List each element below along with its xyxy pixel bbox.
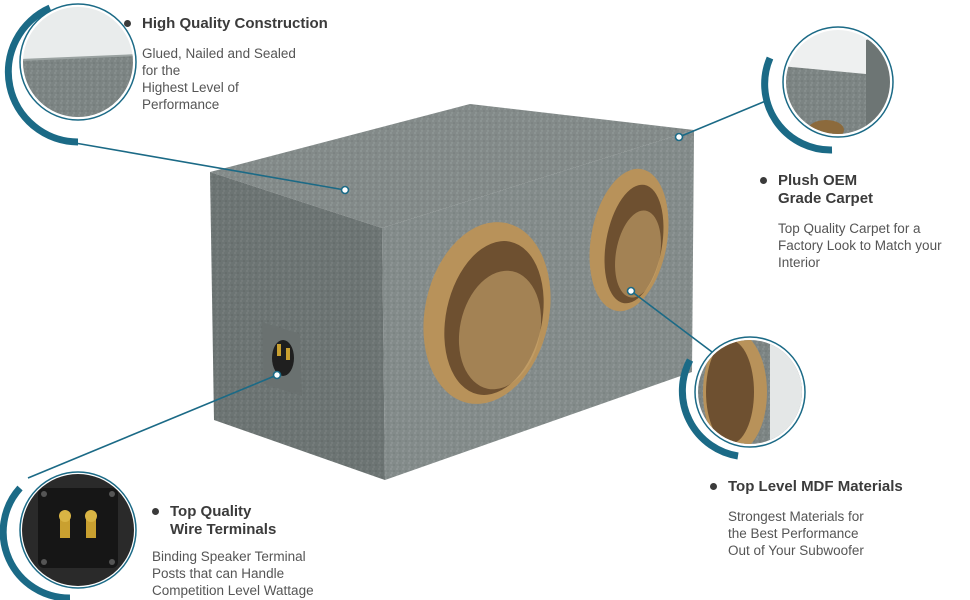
mdf-title: Top Level MDF Materials <box>710 478 903 496</box>
terminals-desc-line: Competition Level Wattage <box>152 583 314 598</box>
bullet-icon <box>124 20 131 27</box>
terminals-title: Top Quality Wire Terminals <box>152 503 314 539</box>
carpet-desc-line: Factory Look to Match your <box>778 238 942 253</box>
bullet-icon <box>760 177 767 184</box>
terminals-title-line: Top Quality <box>170 503 252 520</box>
mdf-desc-line: Out of Your Subwoofer <box>728 543 864 558</box>
carpet-zoom-icon <box>761 26 894 154</box>
subwoofer-box <box>210 104 694 480</box>
callout-lines <box>27 99 769 479</box>
mdf-desc-line: the Best Performance <box>728 526 859 541</box>
mdf-title-text: Top Level MDF Materials <box>728 478 903 495</box>
construction-title: High Quality Construction <box>124 15 328 33</box>
terminals-title-line: Wire Terminals <box>170 521 277 538</box>
carpet-desc-line: Interior <box>778 255 821 270</box>
carpet-description: Top Quality Carpet for a Factory Look to… <box>760 220 942 271</box>
terminals-desc-line: Posts that can Handle <box>152 566 285 581</box>
construction-description: Glued, Nailed and Sealed for the Highest… <box>124 45 328 113</box>
construction-desc-line: for the <box>142 63 181 78</box>
port-hole-left <box>423 222 551 404</box>
callout-anchor-dots <box>272 132 684 380</box>
mdf-zoom-icon <box>678 336 806 460</box>
construction-desc-line: Performance <box>142 97 220 112</box>
port-hole-right <box>589 168 669 312</box>
terminal-plate <box>262 322 302 396</box>
callout-terminals: Top Quality Wire Terminals Binding Speak… <box>152 503 314 599</box>
construction-title-text: High Quality Construction <box>142 15 328 32</box>
construction-desc-line: Highest Level of <box>142 80 239 95</box>
terminals-desc-line: Binding Speaker Terminal <box>152 549 306 564</box>
carpet-title: Plush OEM Grade Carpet <box>760 172 942 208</box>
carpet-desc-line: Top Quality Carpet for a <box>778 221 921 236</box>
callout-mdf: Top Level MDF Materials Strongest Materi… <box>710 478 903 559</box>
carpet-title-line: Grade Carpet <box>778 190 874 207</box>
carpet-title-line: Plush OEM <box>778 172 858 189</box>
terminal-zoom-icon <box>0 471 137 600</box>
mdf-description: Strongest Materials for the Best Perform… <box>710 508 903 559</box>
terminals-description: Binding Speaker Terminal Posts that can … <box>152 548 314 599</box>
construction-desc-line: Glued, Nailed and Sealed <box>142 46 296 61</box>
bullet-icon <box>152 508 159 515</box>
callout-construction: High Quality Construction Glued, Nailed … <box>124 15 328 113</box>
mdf-desc-line: Strongest Materials for <box>728 509 864 524</box>
bullet-icon <box>710 483 717 490</box>
construction-zoom-icon <box>4 3 137 146</box>
callout-carpet: Plush OEM Grade Carpet Top Quality Carpe… <box>760 172 942 271</box>
